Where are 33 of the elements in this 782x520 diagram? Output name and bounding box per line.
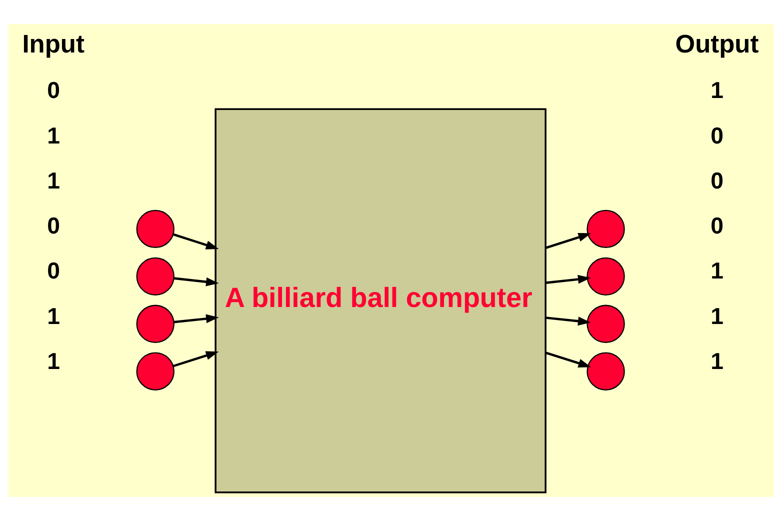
label: 1 bbox=[47, 122, 60, 148]
label: 0 bbox=[47, 76, 60, 103]
label: Input bbox=[22, 30, 84, 58]
node-box: A billiard ball computer bbox=[214, 108, 546, 493]
label: 0 bbox=[47, 212, 60, 238]
node-circle bbox=[586, 209, 625, 248]
label: 1 bbox=[710, 302, 724, 328]
label: 1 bbox=[710, 348, 724, 374]
label: 0 bbox=[47, 257, 60, 284]
label: 0 bbox=[710, 122, 724, 148]
label: 1 bbox=[710, 76, 724, 103]
arrow bbox=[545, 232, 592, 248]
arrow bbox=[174, 314, 219, 323]
node-circle bbox=[586, 256, 625, 296]
node-circle bbox=[586, 304, 625, 342]
label: 0 bbox=[710, 166, 724, 193]
arrow bbox=[545, 351, 592, 367]
node-circle bbox=[586, 352, 625, 390]
node-circle bbox=[136, 256, 174, 296]
arrow bbox=[546, 274, 591, 284]
node-circle bbox=[136, 304, 174, 342]
label: 1 bbox=[710, 257, 724, 284]
arrow bbox=[546, 316, 591, 326]
label: 1 bbox=[47, 166, 60, 193]
arrow bbox=[172, 350, 219, 367]
label: 1 bbox=[47, 348, 60, 374]
node-circle bbox=[136, 352, 174, 390]
label: 0 bbox=[710, 212, 724, 238]
node-circle bbox=[136, 209, 174, 248]
label: Output bbox=[675, 30, 759, 58]
arrow bbox=[174, 276, 219, 286]
arrow bbox=[172, 232, 219, 249]
label: 1 bbox=[47, 302, 60, 328]
